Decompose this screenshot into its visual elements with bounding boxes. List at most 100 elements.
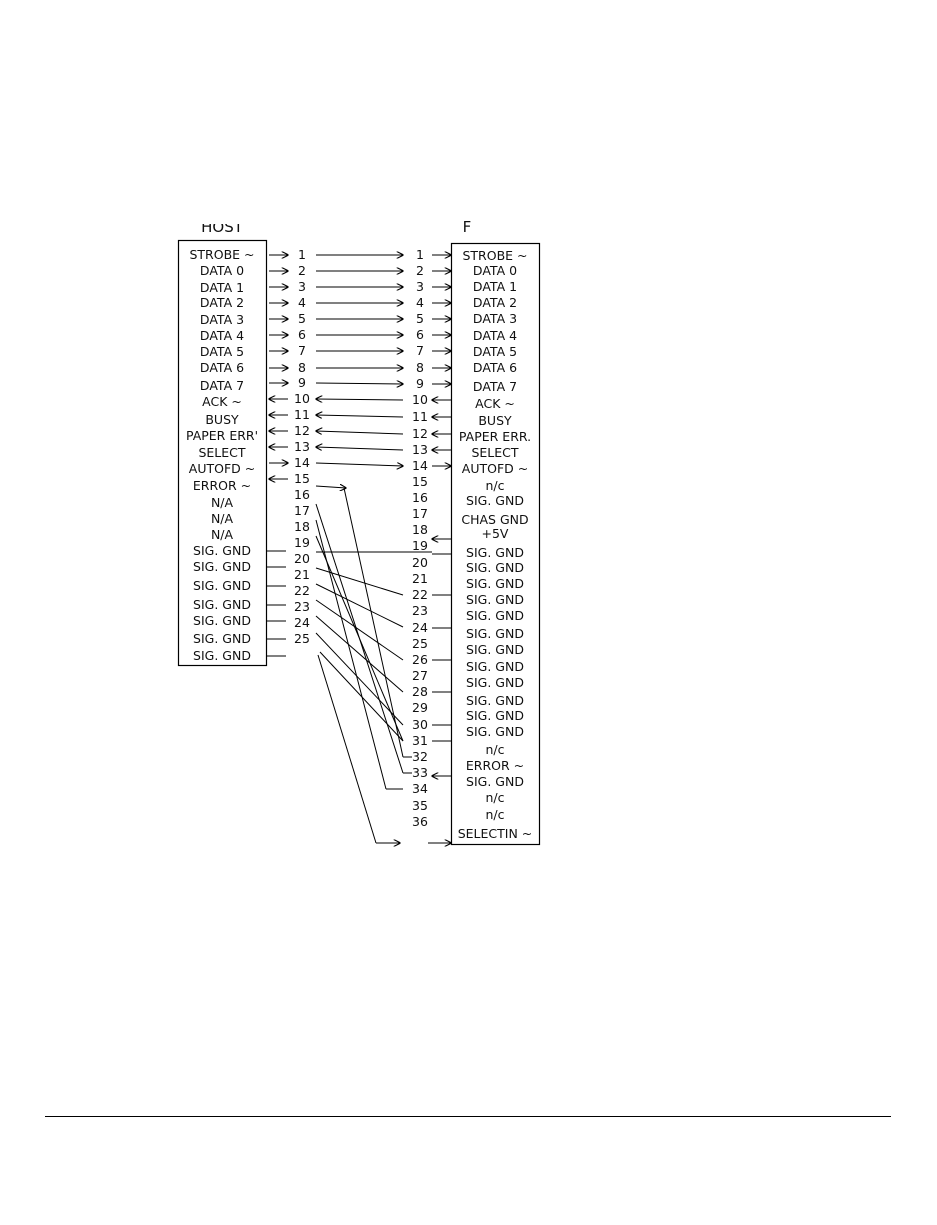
wire: [315, 583, 404, 628]
wire: [315, 567, 404, 596]
printer-pin-number: 16: [412, 490, 428, 505]
printer-pin-number: 18: [412, 522, 428, 537]
printer-signal-label: DATA 6: [473, 360, 517, 375]
printer-signal-label: DATA 5: [473, 344, 517, 359]
wire: [316, 415, 404, 417]
host-pin-number: 20: [294, 551, 310, 566]
host-pin-number: 21: [294, 567, 310, 582]
printer-pin-number: 8: [416, 360, 424, 375]
host-pin-number: 11: [294, 407, 310, 422]
host-signal-label: DATA 7: [200, 378, 244, 393]
host-signal-label: SIG. GND: [193, 578, 251, 593]
printer-signal-label: BUSY: [478, 413, 512, 428]
wire: [315, 632, 404, 726]
printer-signal-label: AUTOFD ~: [462, 461, 528, 476]
host-signal-label: BUSY: [205, 412, 239, 427]
host-signal-label: SIG. GND: [193, 543, 251, 558]
printer-pin-number: 7: [416, 343, 424, 358]
printer-header: F: [463, 218, 472, 236]
wire: [315, 535, 404, 742]
printer-signal-label: SIG. GND: [466, 493, 524, 508]
printer-signal-label: SIG. GND: [466, 592, 524, 607]
host-signal-label: SELECT: [198, 445, 245, 460]
host-connector-box: [177, 239, 268, 667]
printer-signal-label: SIG. GND: [466, 659, 524, 674]
host-pin-number: 22: [294, 583, 310, 598]
printer-pin-number: 10: [412, 392, 428, 407]
host-signal-label: SIG. GND: [193, 613, 251, 628]
printer-pin-number: 12: [412, 426, 428, 441]
host-pin-number: 8: [298, 360, 306, 375]
printer-signal-label: SIG. GND: [466, 774, 524, 789]
printer-signal-label: SIG. GND: [466, 642, 524, 657]
host-signal-label: SIG. GND: [193, 648, 251, 663]
printer-pin-number: 27: [412, 668, 428, 683]
host-signal-label: SIG. GND: [193, 559, 251, 574]
printer-signal-label: ACK ~: [475, 396, 515, 411]
printer-pin-number: 36: [412, 814, 428, 829]
printer-pin-numbers: 1234567891011121314151617181920212223242…: [412, 247, 428, 829]
host-signal-label: STROBE ~: [189, 247, 254, 262]
printer-pin-number: 4: [416, 295, 424, 310]
printer-signal-label: n/c: [485, 790, 504, 805]
host-signal-label: DATA 5: [200, 344, 244, 359]
host-pin-number: 23: [294, 599, 310, 614]
host-pin-number: 4: [298, 295, 306, 310]
printer-pin-number: 25: [412, 636, 428, 651]
printer-signal-label: SIG. GND: [466, 545, 524, 560]
printer-pin-number: 14: [412, 458, 428, 473]
printer-pin-number: 17: [412, 506, 428, 521]
host-signal-label: DATA 4: [200, 328, 244, 343]
host-signal-label: AUTOFD ~: [189, 461, 255, 476]
printer-pin-number: 28: [412, 684, 428, 699]
host-pin-number: 19: [294, 535, 310, 550]
host-signal-label: DATA 0: [200, 263, 244, 278]
wire: [315, 383, 403, 384]
host-pin-number: 25: [294, 631, 310, 646]
host-pin-number: 2: [298, 263, 306, 278]
host-pin-number: 13: [294, 439, 310, 454]
wire: [343, 487, 404, 758]
printer-pin-number: 11: [412, 409, 428, 424]
wire: [315, 463, 403, 466]
printer-signal-label: DATA 1: [473, 279, 517, 294]
printer-signal-label: n/c: [485, 807, 504, 822]
host-pin-number: 15: [294, 471, 310, 486]
wire: [315, 486, 346, 488]
host-pin-number: 7: [298, 343, 306, 358]
host-pin-number: 3: [298, 279, 306, 294]
wire: [315, 615, 404, 693]
printer-pin-number: 26: [412, 652, 428, 667]
host-pin-numbers: 1234567891011121314151617181920212223242…: [294, 247, 310, 646]
printer-pin-number: 34: [412, 781, 428, 796]
printer-pin-number: 6: [416, 327, 424, 342]
printer-pin-number: 9: [416, 376, 424, 391]
host-pin-number: 6: [298, 327, 306, 342]
printer-signal-label: ERROR ~: [466, 758, 524, 773]
printer-pin-number: 35: [412, 798, 428, 813]
printer-pin-number: 21: [412, 571, 428, 586]
host-pin-number: 16: [294, 487, 310, 502]
printer-signal-label: DATA 0: [473, 263, 517, 278]
printer-pin-number: 13: [412, 442, 428, 457]
printer-pin-number: 22: [412, 587, 428, 602]
host-pin-number: 9: [298, 375, 306, 390]
printer-signal-label: SIG. GND: [466, 708, 524, 723]
printer-pin-number: 19: [412, 538, 428, 553]
host-pin-number: 18: [294, 519, 310, 534]
printer-pin-number: 1: [416, 247, 424, 262]
host-pin-number: 1: [298, 247, 306, 262]
printer-pin-number: 5: [416, 311, 424, 326]
printer-pin-number: 33: [412, 765, 428, 780]
printer-pin-number: 31: [412, 733, 428, 748]
printer-signal-label: SELECTIN ~: [458, 826, 533, 841]
wire: [316, 447, 404, 450]
host-pin-number: 14: [294, 455, 310, 470]
printer-signal-label: STROBE ~: [462, 248, 527, 263]
wire: [316, 431, 404, 434]
wiring-lines: [267, 255, 451, 843]
printer-signal-label: SIG. GND: [466, 576, 524, 591]
